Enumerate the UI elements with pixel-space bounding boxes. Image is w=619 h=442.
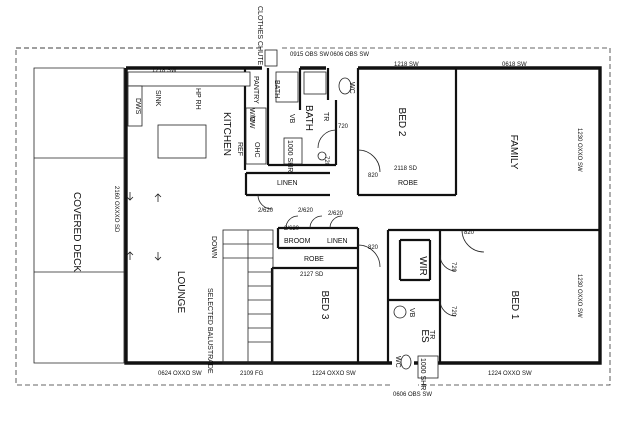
room-family: FAMILY <box>508 135 519 170</box>
label-linen-hall: LINEN <box>277 180 298 187</box>
dim-2620-b: 2/620 <box>298 208 314 214</box>
label-linen-small: LINEN <box>327 238 348 245</box>
label-down: DOWN <box>210 236 217 258</box>
dim-2620-c: 2/620 <box>328 211 344 217</box>
dim-2620-d: 2/620 <box>284 226 300 232</box>
label-wc-bath: WC <box>348 82 355 94</box>
dim-720-ensuite: 720 <box>450 306 456 317</box>
room-ensuite: ES <box>419 329 430 343</box>
dim-1218-kitchen: 1218 SW <box>152 68 177 74</box>
room-bed-3: BED 3 <box>319 291 330 320</box>
site-boundary-outline <box>15 47 611 386</box>
label-hp-rh: HP RH <box>194 88 201 110</box>
label-vb-ensuite: VB <box>408 308 415 318</box>
label-wo: W/O <box>248 108 255 123</box>
dim-720-hall: 720 <box>323 156 329 167</box>
label-balustrade: SELECTED BALUSTRADE <box>206 288 213 374</box>
slide-arrows <box>126 192 162 261</box>
dim-0606-top: 0606 OBS SW <box>330 52 369 58</box>
label-wc-ensuite: WC <box>394 356 401 368</box>
dim-1230-family: 1230 OXXO SW <box>576 128 582 172</box>
dim-0624: 0624 OXXO SW <box>158 371 202 377</box>
room-covered-deck: COVERED DECK <box>71 192 82 272</box>
dim-720-bath: 720 <box>338 124 349 130</box>
kitchen-bench-left <box>127 85 143 127</box>
label-tr-bath: TR <box>322 112 329 121</box>
label-pantry: PANTRY <box>252 76 259 104</box>
label-robe-bed3: ROBE <box>304 256 324 263</box>
kitchen-appliances <box>245 107 267 165</box>
bath-shower <box>283 137 303 165</box>
label-sink: SINK <box>154 90 161 107</box>
room-kitchen: KITCHEN <box>221 112 232 156</box>
kitchen-bench-top <box>127 71 251 87</box>
clothes-chute-box <box>264 49 278 67</box>
room-bath: BATH <box>303 105 314 131</box>
ensuite-wc <box>400 354 412 370</box>
label-vb-bath: VB <box>288 114 295 124</box>
bath-vanity <box>303 71 327 95</box>
room-bed-1: BED 1 <box>509 291 520 320</box>
dim-0915: 0915 OBS SW <box>290 52 329 58</box>
ensuite-shower <box>417 355 439 379</box>
room-wir: WIR <box>417 256 428 275</box>
dim-1224-bed1: 1224 OXXO SW <box>488 371 532 377</box>
label-shr-bath: 1000 SHR <box>286 140 293 172</box>
dim-1230-bed1: 1230 OXXO SW <box>576 274 582 318</box>
room-lounge: LOUNGE <box>175 271 186 314</box>
label-dws: DWS <box>134 98 141 115</box>
dim-720-wir: 720 <box>450 262 456 273</box>
kitchen-island <box>157 124 207 159</box>
dim-0618: 0618 SW <box>502 62 527 68</box>
dim-820-bed2: 820 <box>368 173 379 179</box>
external-wall <box>124 66 602 365</box>
dim-820-bed3: 820 <box>368 245 379 251</box>
dim-1224-bed3: 1224 OXXO SW <box>312 371 356 377</box>
dim-2620-a: 2/620 <box>258 208 274 214</box>
deck-outline <box>33 67 125 364</box>
room-bed-2: BED 2 <box>396 108 407 137</box>
dim-2127-sd: 2127 SD <box>300 272 324 278</box>
bath-wc <box>338 77 352 95</box>
bath-tub <box>275 71 299 103</box>
label-ref: REF <box>236 142 243 156</box>
label-shr-ensuite: 1000 SHR <box>419 358 426 390</box>
label-mw: MW <box>248 116 255 129</box>
dim-1218-bed2: 1218 SW <box>394 62 419 68</box>
label-tr-ensuite: TR <box>428 330 435 339</box>
dim-820-bed1: 820 <box>464 230 475 236</box>
label-ohc: OHC <box>253 142 260 158</box>
dim-0606-bottom: 0606 OBS SW <box>393 392 432 398</box>
internal-walls <box>243 68 600 363</box>
door-swings <box>257 129 485 317</box>
dim-2160-deck: 2160 OXXXO SD <box>113 186 119 233</box>
dim-2118-sd: 2118 SD <box>394 166 418 172</box>
label-clothes-chute: CLOTHES CHUTE <box>256 6 263 65</box>
dim-2109-fg: 2109 FG <box>240 371 264 377</box>
ensuite-basin <box>393 305 407 319</box>
staircase <box>222 229 274 364</box>
label-bath-fixture: BATH <box>273 80 280 98</box>
label-robe-bed2: ROBE <box>398 180 418 187</box>
label-broom: BROOM <box>284 238 311 245</box>
bath-floor-waste <box>317 151 327 161</box>
